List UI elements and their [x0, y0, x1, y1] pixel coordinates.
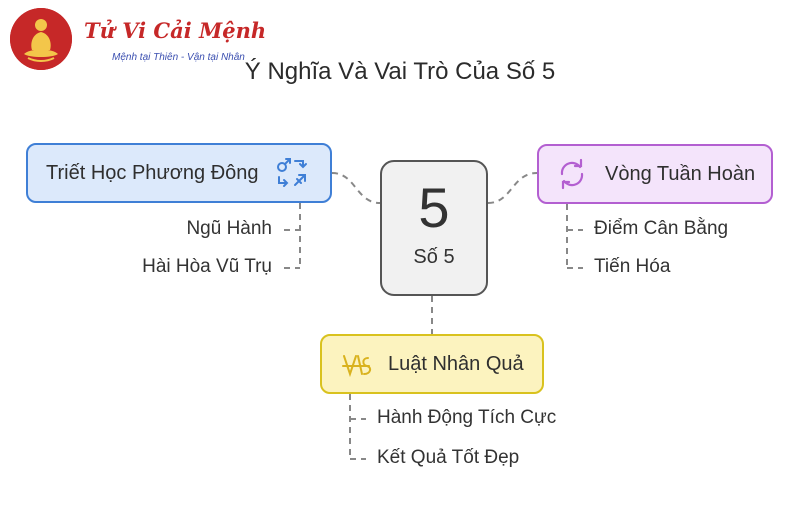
node-karma-label: Luật Nhân Quả [388, 352, 524, 375]
center-node: 5 Số 5 [380, 160, 488, 296]
bottom-item-1: Hành Động Tích Cực [377, 407, 557, 428]
scales-icon [342, 355, 372, 378]
right-item-2: Tiến Hóa [594, 256, 671, 277]
node-karma: Luật Nhân Quả [320, 334, 544, 394]
center-number: 5 [418, 176, 450, 239]
node-cycle: Vòng Tuần Hoàn [537, 144, 773, 204]
connector-right [487, 172, 538, 204]
node-eastern-philosophy: Triết Học Phương Đông [26, 143, 332, 203]
node-eastern-philosophy-label: Triết Học Phương Đông [46, 161, 259, 184]
brand-name: Tử Vi Cải Mệnh [84, 18, 267, 43]
cycle-arrows-icon [560, 158, 584, 190]
connector-left [331, 172, 381, 204]
buddha-icon [10, 8, 72, 70]
left-item-1: Ngũ Hành [186, 218, 272, 239]
right-item-1: Điểm Cân Bằng [594, 218, 729, 239]
left-item-2: Hài Hòa Vũ Trụ [142, 256, 272, 277]
diagram-title: Ý Nghĩa Và Vai Trò Của Số 5 [244, 58, 556, 85]
node-cycle-label: Vòng Tuần Hoàn [605, 162, 756, 185]
brand-logo [10, 8, 72, 70]
center-label: Số 5 [413, 246, 455, 268]
gender-arrows-icon [276, 158, 307, 187]
bottom-item-2: Kết Quả Tốt Đẹp [377, 447, 520, 468]
brand-tagline: Mệnh tại Thiên - Vận tại Nhân [112, 52, 245, 63]
